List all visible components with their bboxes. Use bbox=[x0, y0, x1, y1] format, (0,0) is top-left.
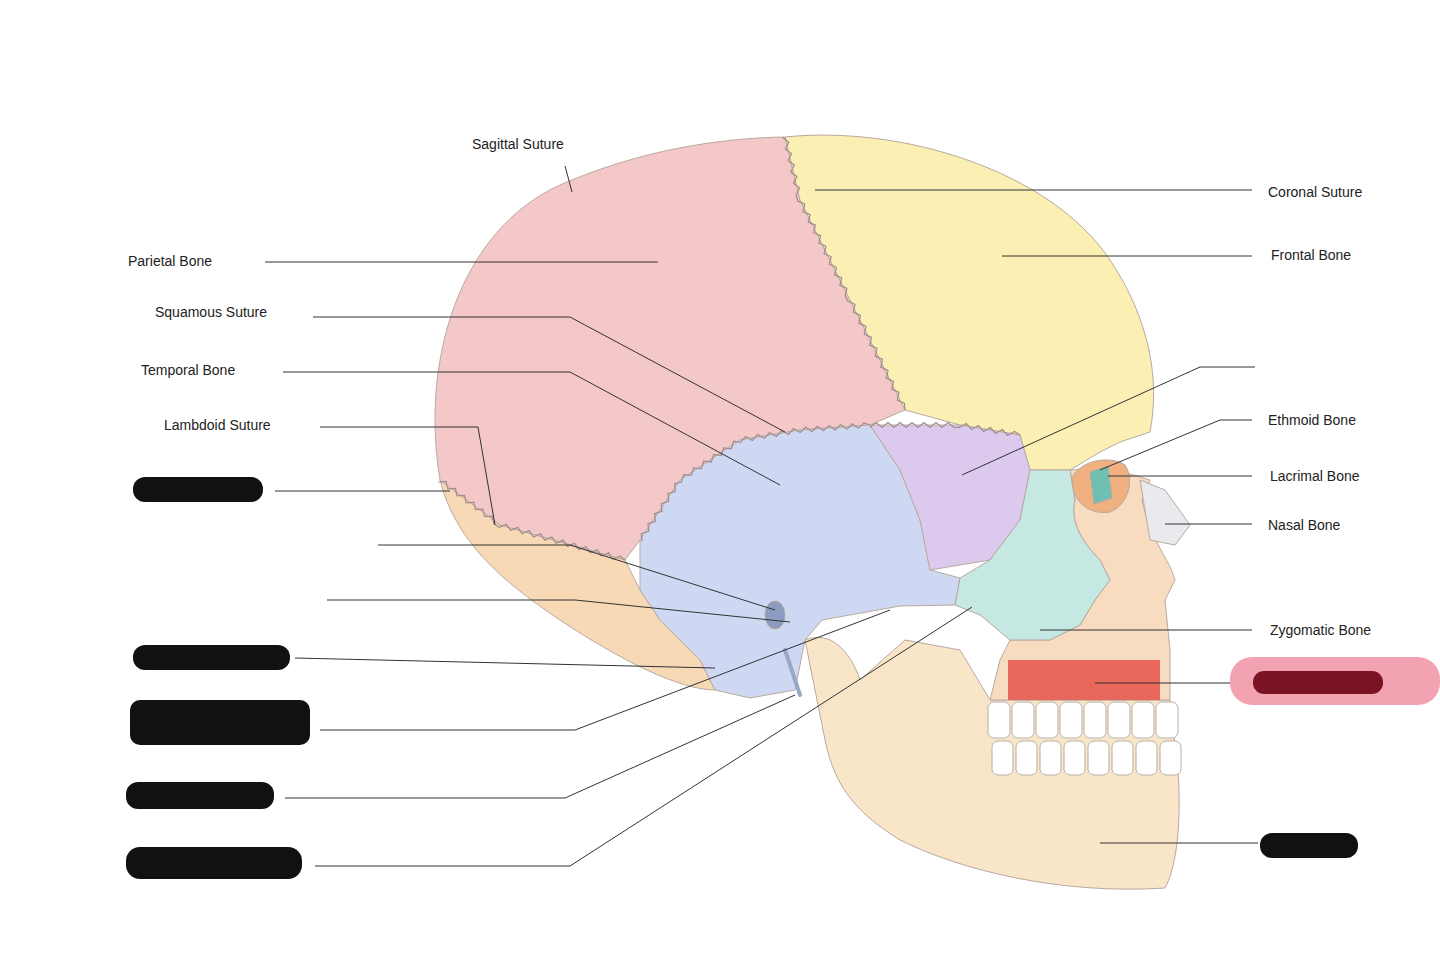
leader-line bbox=[327, 600, 790, 622]
part-label: Coronal Suture bbox=[1268, 183, 1362, 201]
ear-canal bbox=[765, 601, 785, 629]
leader-line bbox=[265, 262, 658, 263]
tooth bbox=[1112, 741, 1133, 775]
leader-line bbox=[815, 190, 1252, 191]
tooth bbox=[1136, 741, 1157, 775]
redaction-blob bbox=[133, 645, 290, 670]
leader-line bbox=[1095, 683, 1252, 684]
teeth bbox=[988, 702, 1181, 775]
tooth bbox=[1088, 741, 1109, 775]
tooth bbox=[1156, 702, 1178, 738]
tooth bbox=[992, 741, 1013, 775]
leader-line bbox=[283, 372, 780, 485]
redaction-blob bbox=[1260, 833, 1358, 858]
leader-line bbox=[1165, 524, 1252, 525]
skull-part bbox=[435, 135, 1190, 889]
leader-line bbox=[275, 491, 450, 492]
lacrimal-bone bbox=[1090, 466, 1112, 504]
tooth bbox=[988, 702, 1010, 738]
tooth bbox=[1084, 702, 1106, 738]
styloid-process bbox=[785, 650, 800, 695]
tooth bbox=[1036, 702, 1058, 738]
sutures bbox=[439, 138, 1021, 560]
suture-line bbox=[783, 138, 905, 410]
leader-line bbox=[962, 367, 1255, 475]
leader-line bbox=[320, 610, 890, 730]
highlight-blob bbox=[1230, 657, 1440, 705]
leader-line bbox=[1100, 843, 1258, 844]
part-label: Lacrimal Bone bbox=[1270, 467, 1360, 485]
tooth bbox=[1040, 741, 1061, 775]
leader-line bbox=[315, 607, 972, 866]
nasal-bone bbox=[1140, 480, 1190, 545]
suture-line bbox=[641, 423, 870, 541]
leader-line bbox=[295, 658, 715, 668]
suture-line bbox=[870, 423, 1020, 436]
redaction-blob bbox=[126, 847, 302, 879]
part-label: Parietal Bone bbox=[128, 252, 212, 270]
suture-line bbox=[439, 481, 626, 560]
leader-line bbox=[1108, 476, 1252, 477]
mandible-bone bbox=[805, 637, 1179, 889]
leader-line bbox=[1100, 420, 1252, 470]
part-label: Sagittal Suture bbox=[472, 135, 564, 153]
tooth bbox=[1132, 702, 1154, 738]
part-label: Nasal Bone bbox=[1268, 516, 1340, 534]
highlight-box bbox=[1008, 660, 1160, 700]
leader-line bbox=[565, 166, 572, 192]
leader-line bbox=[320, 427, 495, 525]
tooth bbox=[1060, 702, 1082, 738]
redaction-blob bbox=[130, 700, 310, 745]
tooth bbox=[1108, 702, 1130, 738]
orbit bbox=[1072, 460, 1130, 513]
redaction-blob bbox=[133, 477, 263, 502]
tooth bbox=[1160, 741, 1181, 775]
part-label: Squamous Suture bbox=[155, 303, 267, 321]
leader-line bbox=[313, 317, 785, 432]
frontal-bone bbox=[785, 135, 1154, 470]
part-label: Frontal Bone bbox=[1271, 246, 1351, 264]
part-label: Lambdoid Suture bbox=[164, 416, 271, 434]
leader-line bbox=[1002, 256, 1252, 257]
part-label: Ethmoid Bone bbox=[1268, 411, 1356, 429]
tooth bbox=[1016, 741, 1037, 775]
tooth bbox=[1064, 741, 1085, 775]
redactions bbox=[126, 477, 1440, 879]
part-label: Zygomatic Bone bbox=[1270, 621, 1371, 639]
redaction-blob bbox=[1253, 671, 1383, 694]
leader-lines bbox=[265, 166, 1258, 866]
tooth bbox=[1012, 702, 1034, 738]
leader-line bbox=[285, 695, 795, 798]
leader-line bbox=[1040, 630, 1252, 631]
part-label: Temporal Bone bbox=[141, 361, 235, 379]
redaction-blob bbox=[126, 782, 274, 809]
